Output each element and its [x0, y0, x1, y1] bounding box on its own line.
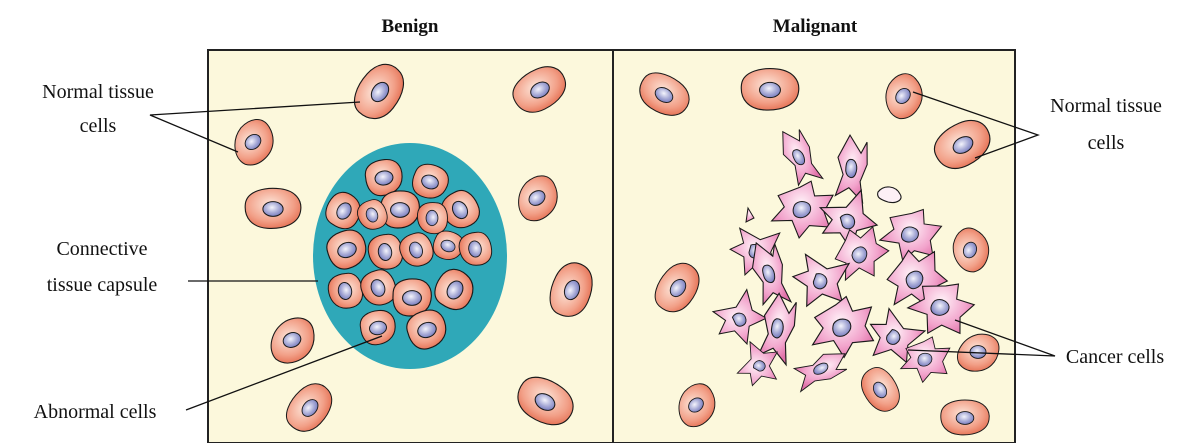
cancer-label: Cancer cells — [1066, 346, 1164, 368]
malignant-normal-label-line2: cells — [1088, 132, 1125, 154]
abnormal-label: Abnormal cells — [34, 401, 157, 423]
connective-label: Connective tissue capsule — [47, 238, 158, 296]
benign-normal-label: Normal tissue cells — [42, 81, 154, 137]
malignant-title: Malignant — [773, 16, 858, 37]
malignant-normal-label-line1: Normal tissue — [1050, 95, 1162, 117]
malignant-normal-label: Normal tissue cells — [1050, 95, 1162, 154]
benign-normal-label-line2: cells — [80, 115, 117, 137]
benign-normal-label-line1: Normal tissue — [42, 81, 154, 103]
benign-title: Benign — [381, 16, 438, 37]
connective-label-line2: tissue capsule — [47, 274, 158, 296]
connective-label-line1: Connective — [56, 238, 147, 260]
